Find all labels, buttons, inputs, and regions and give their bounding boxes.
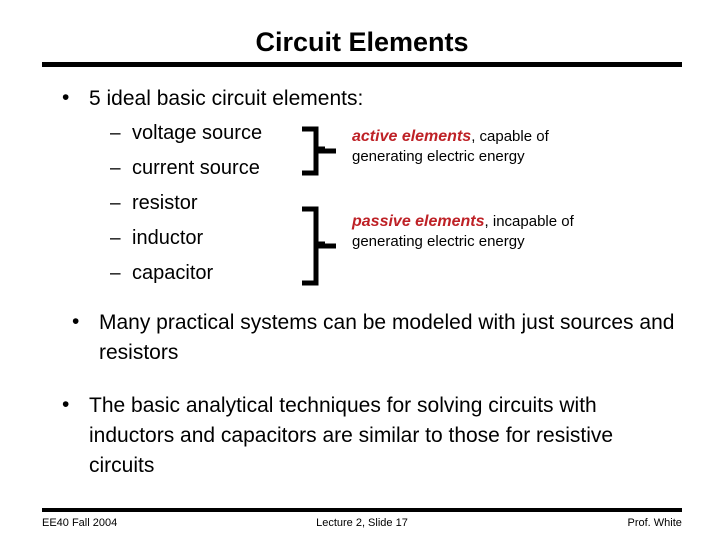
bullet-point-2-text: Many practical systems can be modeled wi… (99, 311, 675, 364)
footer: EE40 Fall 2004 Lecture 2, Slide 17 Prof.… (42, 516, 682, 530)
footer-instructor: Prof. White (627, 517, 682, 529)
sub-bullet-marker: – (110, 263, 121, 284)
bullet-marker: • (62, 86, 70, 109)
annotation-passive-elements: passive elements, incapable of generatin… (352, 213, 652, 251)
brace-right-icon (296, 126, 348, 183)
annotation-lead: passive elements (352, 213, 485, 230)
bullet-intro: • 5 ideal basic circuit elements: (62, 84, 363, 114)
list-item-label: current source (132, 157, 260, 179)
footer-course: EE40 Fall 2004 (42, 517, 118, 529)
list-item-label: voltage source (132, 122, 263, 144)
annotation-rest: , capable of (471, 128, 549, 145)
annotation-line2: generating electric energy (352, 148, 525, 165)
annotation-line2: generating electric energy (352, 233, 525, 250)
annotation-active-elements: active elements, capable of generating e… (352, 128, 652, 166)
sub-bullet-marker: – (110, 193, 121, 214)
list-item-label: capacitor (132, 262, 214, 284)
footer-slide-number: Lecture 2, Slide 17 (316, 517, 408, 529)
list-item: – voltage source (110, 122, 262, 157)
sub-bullet-marker: – (110, 228, 121, 249)
title-divider (42, 62, 682, 67)
bullet-point-3: • The basic analytical techniques for so… (62, 391, 682, 481)
bullet-point-3-text: The basic analytical techniques for solv… (89, 394, 614, 477)
annotation-rest: , incapable of (484, 213, 574, 230)
bullet-marker: • (62, 393, 70, 416)
circuit-elements-list: – voltage source – current source – resi… (110, 122, 262, 297)
bullet-point-2: • Many practical systems can be modeled … (72, 308, 682, 368)
sub-bullet-marker: – (110, 158, 121, 179)
list-item: – current source (110, 157, 262, 192)
bullet-marker: • (72, 310, 80, 333)
list-item: – inductor (110, 227, 262, 262)
list-item: – resistor (110, 192, 262, 227)
sub-bullet-marker: – (110, 123, 121, 144)
page-title: Circuit Elements (255, 27, 469, 57)
list-item: – capacitor (110, 262, 262, 297)
bullet-intro-text: 5 ideal basic circuit elements: (89, 87, 364, 110)
list-item-label: resistor (132, 192, 198, 214)
list-item-label: inductor (132, 227, 204, 249)
annotation-lead: active elements (352, 128, 472, 145)
footer-divider (42, 508, 682, 512)
brace-right-icon (296, 206, 348, 293)
